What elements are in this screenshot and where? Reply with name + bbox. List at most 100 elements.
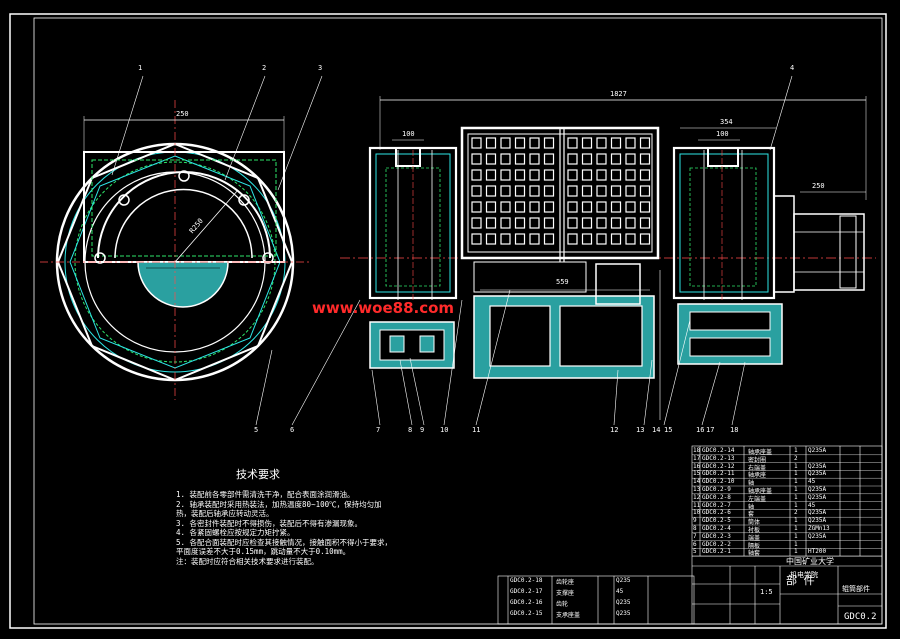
bom-cell-code: GDC0.2-9 (702, 486, 731, 493)
bom-cell-name: 左端盖 (748, 495, 767, 503)
drum-grid (471, 137, 651, 245)
balloon-label: 4 (790, 64, 795, 72)
dim-inner-left: 100 (402, 130, 415, 138)
bom-cell-code: GDC0.2-4 (702, 525, 731, 532)
bom-cell-no: 7 (693, 532, 697, 540)
bom-cell-code: GDC0.2-2 (702, 540, 731, 548)
tech-requirements-title: 技术要求 (236, 468, 280, 481)
bom-cell-mat: Q235A (808, 470, 827, 478)
bom-cell-code: GDC0.2-14 (702, 447, 735, 454)
lower-cell-code: GDC0.2-18 (510, 577, 543, 584)
bom-cell-qty: 1 (794, 517, 798, 525)
drawing-name: 部 件 (786, 574, 815, 587)
bom-cell-name: 端盖 (748, 534, 761, 542)
part-name: 辊筒部件 (842, 585, 870, 593)
lower-cell-code: GDC0.2-16 (510, 599, 543, 606)
bom-cell-mat: Q235A (808, 509, 827, 517)
bom-cell-mat: ZGMn13 (808, 525, 830, 532)
bom-cell-code: GDC0.2-1 (702, 548, 731, 556)
bom-table-lines (497, 445, 883, 625)
balloon-label: 3 (318, 64, 323, 72)
tech-note: 注：装配时应符合相关技术要求进行装配。 (176, 556, 319, 566)
bom-cell-name: 密封圈 (748, 456, 767, 464)
bom-cell-name: 轴承座 (748, 472, 767, 480)
balloon-label: 18 (730, 426, 739, 434)
bom-cell-qty: 1 (794, 486, 798, 493)
balloon-label: 15 (664, 426, 673, 434)
bom-cell-no: 17 (693, 454, 701, 462)
bom-cell-no: 11 (693, 501, 701, 509)
balloon-label: 12 (610, 426, 619, 434)
tech-note: 5. 各配合面装配时应检查其接触情况，接触面积不得小于要求，平面度误差不大于0.… (176, 537, 393, 557)
lower-cell-name: 齿轮 (556, 601, 569, 608)
inner-frame (33, 17, 883, 625)
balloon-label: 2 (262, 64, 267, 72)
tech-note: 4. 各紧固螺栓应按规定力矩拧紧。 (176, 528, 295, 537)
lower-cell-mat: 45 (616, 588, 624, 595)
bom-cell-qty: 1 (794, 548, 798, 556)
bom-cell-name: 轴承座盖 (748, 449, 773, 456)
balloon-label: 10 (440, 426, 449, 434)
balloon-label: 17 (706, 426, 715, 434)
bom-cell-name: 轴套 (748, 550, 761, 558)
bom-cell-no: 5 (693, 548, 697, 556)
lower-cell-mat: Q235 (616, 599, 631, 606)
bom-cell-mat: 45 (808, 478, 816, 486)
lower-cell-mat: Q235 (616, 577, 631, 584)
bom-cell-code: GDC0.2-13 (702, 454, 735, 462)
tech-note: 1. 装配前各零部件需清洗干净，配合表面涂润滑油。 (176, 490, 355, 499)
bom-cell-code: GDC0.2-11 (702, 470, 735, 478)
bom-cell-no: 16 (693, 462, 701, 470)
bom-cell-no: 14 (693, 478, 701, 486)
bom-cell-qty: 1 (794, 470, 798, 478)
section-view (340, 75, 876, 426)
bom-cell-mat: Q235A (808, 447, 827, 454)
bom-cell-qty: 1 (794, 478, 798, 486)
outer-frame (9, 13, 887, 629)
bom-cell-name: 衬板 (748, 527, 761, 534)
bom-cell-qty: 1 (794, 532, 798, 540)
bom-cell-code: GDC0.2-8 (702, 493, 731, 501)
bom-cell-name: 隔板 (748, 542, 761, 550)
bom-cell-mat: Q235A (808, 517, 827, 525)
drawing-number: GDC0.2 (844, 612, 877, 622)
bom-cell-no: 12 (693, 493, 701, 501)
bom-cell-qty: 1 (794, 540, 798, 548)
bom-cell-no: 10 (693, 509, 701, 517)
lower-cell-name: 支撑座 (556, 590, 575, 597)
bom-cell-name: 右端盖 (748, 464, 767, 472)
lower-cell-mat: Q235 (616, 610, 631, 617)
bom-cell-code: GDC0.2-10 (702, 478, 735, 486)
balloon-label: 16 (696, 426, 705, 434)
bom-cell-qty: 2 (794, 509, 798, 517)
bom-cell-no: 9 (693, 517, 697, 525)
bom-cell-no: 6 (693, 540, 697, 548)
dim-inner-right: 100 (716, 130, 729, 138)
tech-note: 3. 各密封件装配时不得损伤，装配后不得有渗漏现象。 (176, 518, 363, 528)
tech-note: 2. 轴承装配时采用热装法，加热温度80~100℃，保持均匀加热，装配后轴承应转… (176, 499, 382, 519)
end-view (40, 75, 361, 426)
lower-cell-code: GDC0.2-15 (510, 610, 543, 617)
bom-cell-code: GDC0.2-5 (702, 517, 731, 525)
balloon-label: 11 (472, 426, 481, 434)
bom-cell-no: 15 (693, 470, 701, 478)
bom-cell-qty: 1 (794, 493, 798, 501)
balloon-label: 5 (254, 426, 259, 434)
bom-cell-qty: 2 (794, 454, 798, 462)
bom-cell-code: GDC0.2-6 (702, 509, 731, 517)
bom-cell-no: 8 (693, 525, 697, 532)
bom-cell-mat: Q235A (808, 493, 827, 501)
bom-cell-name: 轴承座盖 (748, 488, 773, 495)
watermark-text: www.woe88.com (312, 299, 455, 317)
dim-center-length: 559 (556, 278, 569, 286)
lower-cell-name: 齿轮座 (556, 579, 575, 586)
bom-cell-mat: Q235A (808, 486, 827, 493)
bom-cell-name: 轴 (748, 480, 755, 488)
bom-cell-no: 18 (693, 447, 701, 454)
lower-cell-name: 支承座盖 (556, 612, 581, 619)
balloon-label: 8 (408, 426, 413, 434)
bom-cell-code: GDC0.2-3 (702, 532, 731, 540)
balloon-label: 7 (376, 426, 381, 434)
balloon-label: 6 (290, 426, 295, 434)
